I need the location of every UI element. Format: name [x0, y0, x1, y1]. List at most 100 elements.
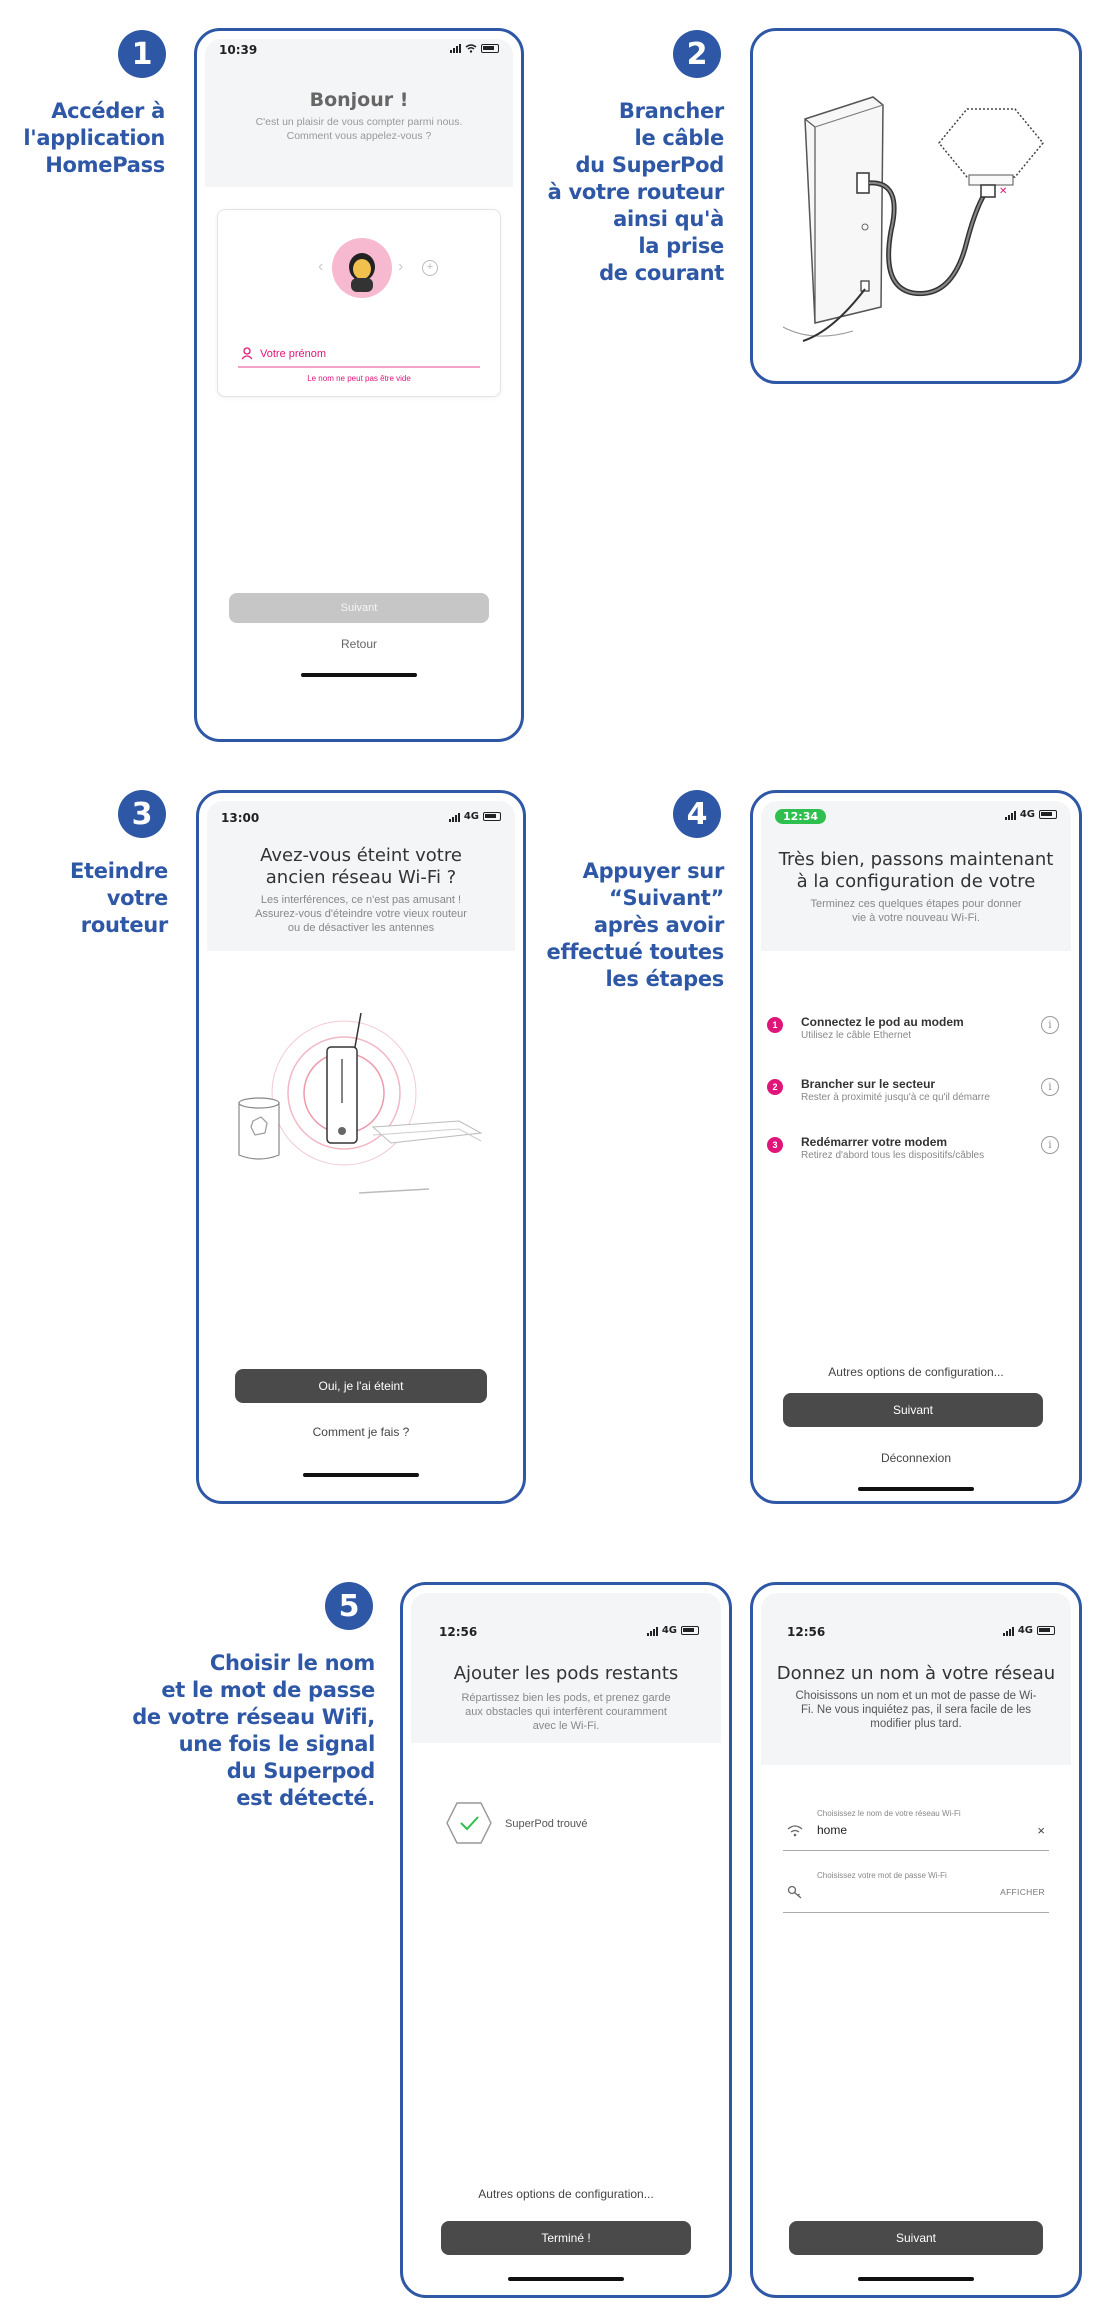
back-link[interactable]: Retour	[340, 637, 378, 651]
checklist-title: Brancher sur le secteur	[801, 1077, 936, 1091]
home-indicator	[858, 1487, 974, 1491]
step-number: 3	[767, 1137, 783, 1153]
signal-icon	[1004, 810, 1016, 820]
signal-icon	[646, 1626, 658, 1636]
step-4-text: Appuyer sur “Suivant” après avoir effect…	[546, 859, 725, 991]
key-icon	[787, 1885, 802, 1899]
name-input[interactable]: Votre prénom	[260, 348, 327, 360]
network-name-label: Choisissez le nom de votre réseau Wi-Fi	[817, 1809, 961, 1818]
info-icon[interactable]: i	[1041, 1136, 1059, 1154]
network-name-field[interactable]: Choisissez le nom de votre réseau Wi-Fi …	[783, 1809, 1049, 1851]
page-subtitle: Choisissons un nom et un mot de passe de…	[795, 1690, 1037, 1730]
phone-screen-5b: 12:56 4G Donnez un nom à votre réseau Ch…	[750, 1582, 1082, 2298]
page-subtitle: Terminez ces quelques étapes pour donner…	[810, 898, 1022, 924]
status-icons	[450, 43, 499, 53]
status-time: 12:34	[775, 809, 827, 824]
wifi-icon	[787, 1825, 803, 1837]
checklist-subtitle: Utilisez le câble Ethernet	[801, 1030, 912, 1041]
other-options-link[interactable]: Autres options de configuration...	[828, 1365, 1004, 1379]
status-icons: 4G	[1002, 1625, 1055, 1636]
step-3-badge: 3	[118, 790, 166, 838]
status-bar: 12:56 4G	[787, 1625, 1055, 1641]
screen-header	[761, 801, 1071, 951]
battery-icon	[681, 1626, 699, 1635]
network-type: 4G	[661, 1625, 677, 1636]
page-title: Donnez un nom à votre réseau	[776, 1663, 1056, 1684]
network-type: 4G	[463, 811, 479, 822]
page-title: Ajouter les pods restants	[453, 1663, 679, 1684]
status-bar: 12:34 4G	[775, 809, 1057, 825]
step-number: 1	[767, 1017, 783, 1033]
step-5-badge: 5	[325, 1582, 373, 1630]
next-button[interactable]: Suivant	[783, 1393, 1043, 1427]
home-indicator	[508, 2277, 624, 2281]
page-subtitle: Les interférences, ce n'est pas amusant …	[255, 894, 467, 934]
name-error: Le nom ne peut pas être vide	[307, 374, 411, 383]
signal-icon	[450, 43, 461, 53]
avatar-add-icon[interactable]: +	[422, 260, 438, 276]
page-subtitle: Répartissez bien les pods, et prenez gar…	[461, 1692, 671, 1732]
avatar-face-icon	[349, 253, 375, 292]
checklist-item-3[interactable]: 3 Redémarrer votre modem Retirez d'abord…	[767, 1135, 1065, 1175]
info-icon[interactable]: i	[1041, 1078, 1059, 1096]
step-1-text: Accéder à l'application HomePass	[23, 99, 165, 177]
network-name-input[interactable]: home	[817, 1823, 848, 1837]
screen-header	[411, 1593, 721, 1743]
status-bar: 13:00 4G	[221, 811, 501, 827]
checklist-item-1[interactable]: 1 Connectez le pod au modem Utilisez le …	[767, 1015, 1065, 1055]
battery-icon	[1039, 810, 1057, 819]
done-button[interactable]: Terminé !	[441, 2221, 691, 2255]
turned-off-button[interactable]: Oui, je l'ai éteint	[235, 1369, 487, 1403]
phone-screen-5a: 12:56 4G Ajouter les pods restants Répar…	[400, 1582, 732, 2298]
router-cable-illustration: ✕	[782, 96, 1044, 342]
avatar-prev-icon[interactable]: ‹	[318, 258, 324, 275]
phone-screen-1: 10:39 Bonjour ! C'est un plaisir de vous…	[194, 28, 524, 742]
step-1-badge: 1	[118, 30, 166, 78]
name-input-underline	[238, 366, 480, 368]
user-icon	[241, 347, 253, 360]
status-time: 13:00	[221, 811, 260, 825]
checklist-title: Redémarrer votre modem	[801, 1135, 948, 1149]
page-title: Très bien, passons maintenant à la confi…	[778, 849, 1054, 892]
step-2-badge: 2	[673, 30, 721, 78]
status-bar: 12:56 4G	[439, 1625, 699, 1641]
page-title: Avez-vous éteint votre ancien réseau Wi-…	[260, 845, 462, 888]
status-time: 12:56	[787, 1625, 826, 1639]
network-type: 4G	[1017, 1625, 1033, 1636]
info-icon[interactable]: i	[1041, 1016, 1059, 1034]
battery-icon	[483, 812, 501, 821]
step-2-text: Brancher le câble du SuperPod à votre ro…	[547, 99, 725, 285]
status-time: 12:56	[439, 1625, 478, 1639]
clear-icon[interactable]: ×	[1037, 1823, 1045, 1838]
checklist-subtitle: Rester à proximité jusqu'à ce qu'il déma…	[801, 1092, 990, 1103]
step-5-text: Choisir le nom et le mot de passe de vot…	[132, 1651, 375, 1810]
superpod-found-label: SuperPod trouvé	[505, 1818, 588, 1830]
logout-link[interactable]: Déconnexion	[880, 1451, 952, 1465]
how-to-link[interactable]: Comment je fais ?	[312, 1425, 410, 1439]
network-type: 4G	[1019, 809, 1035, 820]
step-3-text: Eteindre votre routeur	[69, 859, 168, 937]
password-label: Choisissez votre mot de passe Wi-Fi	[817, 1871, 947, 1880]
next-button[interactable]: Suivant	[789, 2221, 1043, 2255]
checklist-item-2[interactable]: 2 Brancher sur le secteur Rester à proxi…	[767, 1077, 1065, 1117]
status-icons: 4G	[646, 1625, 699, 1636]
home-indicator	[858, 2277, 974, 2281]
illustration-superpod-router: ✕	[750, 28, 1082, 384]
step-number: 2	[767, 1079, 783, 1095]
status-time: 10:39	[219, 43, 258, 57]
other-options-link[interactable]: Autres options de configuration...	[478, 2187, 654, 2201]
svg-text:✕: ✕	[999, 186, 1007, 197]
router-off-illustration	[238, 1012, 483, 1194]
next-button[interactable]: Suivant	[229, 593, 489, 623]
home-indicator	[301, 673, 417, 677]
avatar-next-icon[interactable]: ›	[398, 258, 404, 275]
signal-icon	[1002, 1626, 1014, 1636]
status-bar: 10:39	[219, 43, 499, 59]
page-subtitle: C'est un plaisir de vous compter parmi n…	[255, 116, 463, 142]
page-title: Bonjour !	[309, 89, 409, 111]
show-password-button[interactable]: AFFICHER	[1000, 1887, 1045, 1897]
step-4-badge: 4	[673, 790, 721, 838]
avatar[interactable]	[332, 238, 392, 298]
password-field[interactable]: Choisissez votre mot de passe Wi-Fi AFFI…	[783, 1871, 1049, 1913]
home-indicator	[303, 1473, 419, 1477]
